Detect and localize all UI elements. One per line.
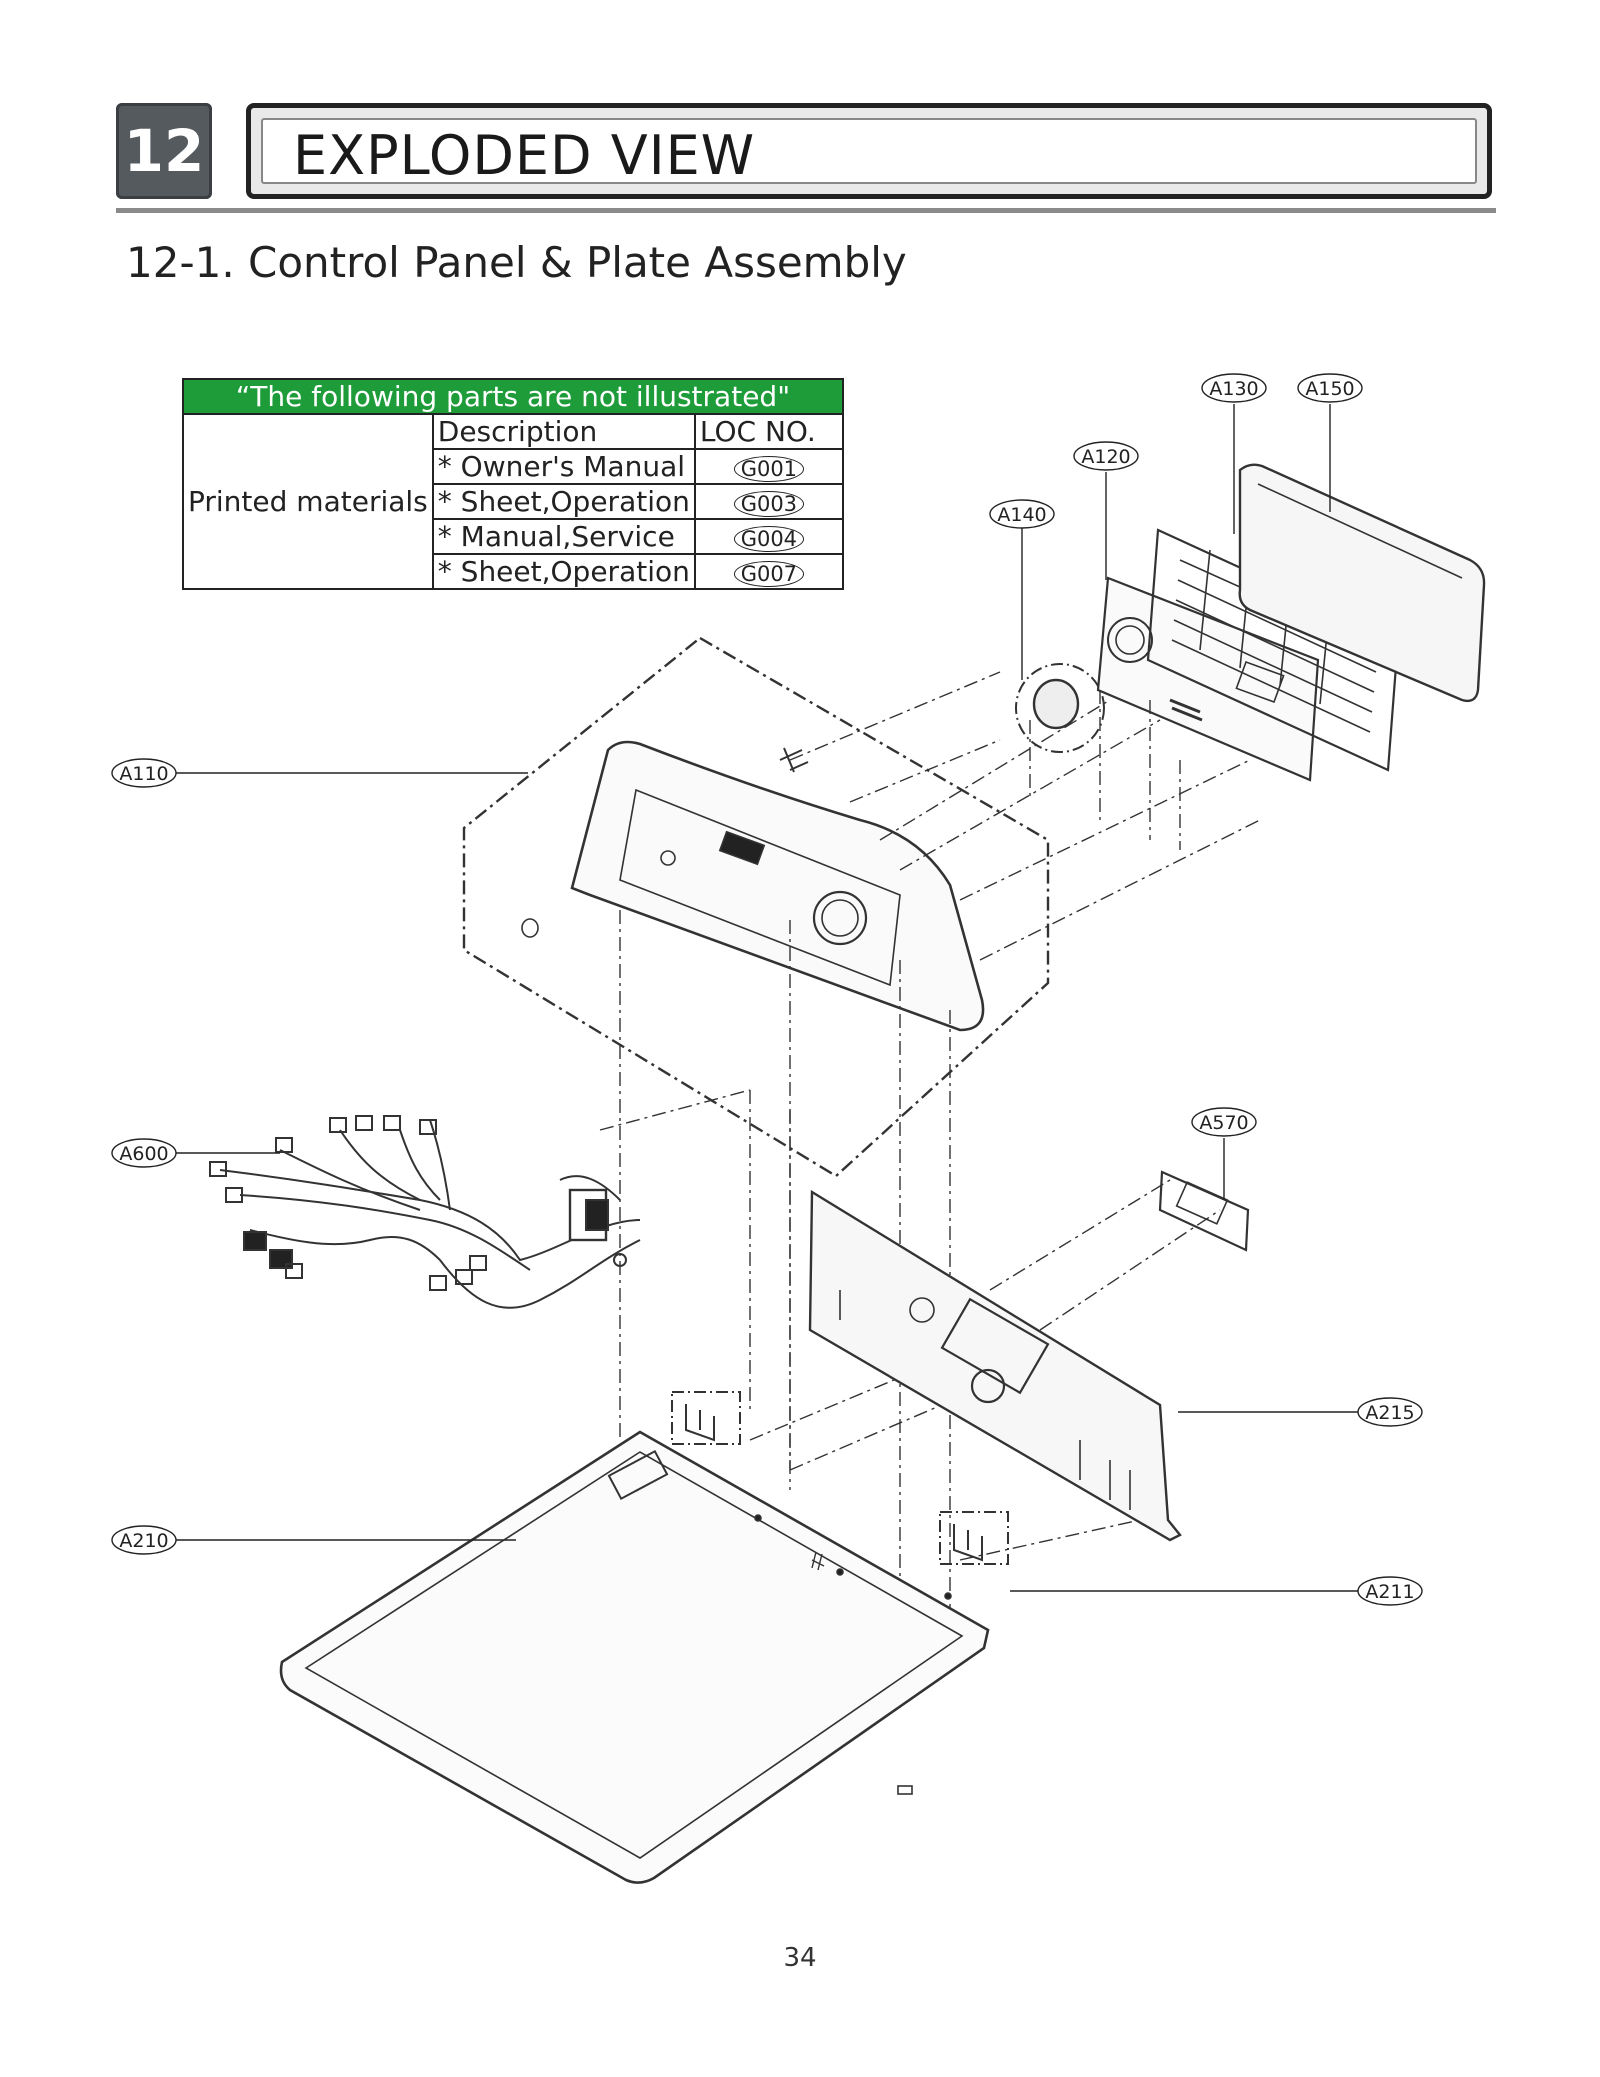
chapter-number-badge: 12 — [116, 103, 212, 199]
section-title: 12-1. Control Panel & Plate Assembly — [126, 238, 907, 287]
top-plate — [279, 1430, 990, 1884]
loc-header: LOC NO. — [693, 413, 844, 450]
knob-part — [1015, 663, 1105, 753]
table-row: * Sheet,Operation G003 — [183, 483, 844, 520]
callout-a120: A120 — [1081, 446, 1130, 468]
callout-a570: A570 — [1199, 1112, 1248, 1134]
not-illustrated-parts-table: “The following parts are not illustrated… — [182, 378, 844, 590]
header-rule — [116, 208, 1496, 213]
table-row: * Manual,Service G004 — [183, 518, 844, 555]
callout-a140: A140 — [997, 504, 1046, 526]
loc-badge: G007 — [733, 561, 805, 587]
row-description: * Sheet,Operation — [431, 483, 696, 520]
callout-a211: A211 — [1365, 1581, 1414, 1603]
parts-table-heading: “The following parts are not illustrated… — [182, 378, 844, 415]
bracket-plate — [808, 1189, 1182, 1542]
wire-harness — [209, 1115, 641, 1309]
small-bracket — [1158, 1170, 1250, 1252]
callout-a215: A215 — [1365, 1402, 1414, 1424]
page-number: 34 — [783, 1943, 817, 1973]
chapter-title: EXPLODED VIEW — [293, 124, 756, 187]
callout-a600: A600 — [119, 1143, 168, 1165]
connector-clip — [779, 747, 809, 773]
callout-a150: A150 — [1305, 378, 1354, 400]
row-description: * Manual,Service — [431, 518, 696, 555]
chapter-title-box: EXPLODED VIEW — [246, 103, 1492, 199]
description-header: Description — [431, 413, 696, 450]
row-description: * Sheet,Operation — [431, 553, 696, 590]
table-row: * Owner's Manual G001 — [183, 448, 844, 485]
loc-badge: G003 — [733, 491, 805, 517]
table-row: * Sheet,Operation G007 — [183, 553, 844, 590]
control-panel-housing — [521, 740, 985, 1032]
rear-cover — [1238, 463, 1486, 703]
loc-badge: G001 — [733, 456, 805, 482]
category-cell: Printed materials — [182, 413, 434, 590]
loc-badge: G004 — [733, 526, 805, 552]
clip-parts — [671, 1391, 1009, 1565]
control-panel-boundary — [462, 636, 1050, 1178]
row-description: * Owner's Manual — [431, 448, 696, 485]
callout-a210: A210 — [119, 1530, 168, 1552]
callout-a110: A110 — [119, 763, 168, 785]
callout-a130: A130 — [1209, 378, 1258, 400]
